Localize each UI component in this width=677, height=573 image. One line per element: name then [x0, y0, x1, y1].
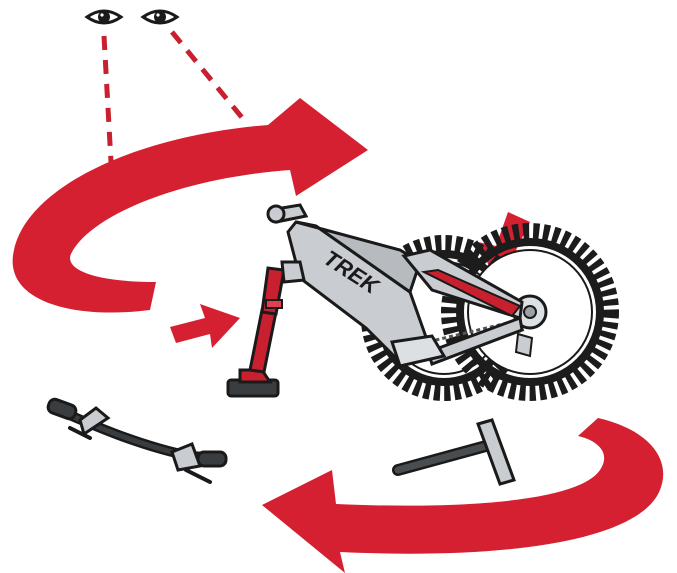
- eye-icon: [143, 11, 177, 23]
- wheel-icon: [450, 232, 610, 392]
- bicycle-frame-icon: TREK: [268, 205, 532, 366]
- sight-line-right: [172, 32, 244, 120]
- seatpost-icon: [398, 420, 514, 484]
- handlebar-icon: [46, 398, 226, 482]
- rotate-arrow-icon: [262, 418, 663, 573]
- repair-stand-icon: [228, 268, 284, 396]
- sight-line-left: [104, 36, 112, 180]
- push-arrow-icon: [170, 304, 240, 348]
- eye-icon: [87, 11, 121, 23]
